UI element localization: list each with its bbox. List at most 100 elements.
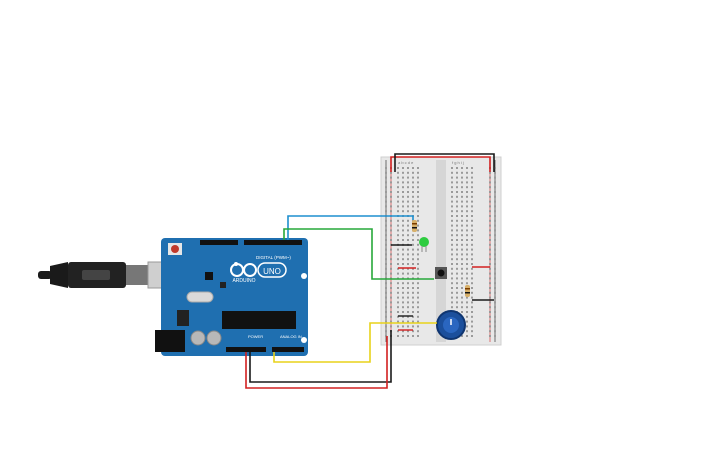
breadboard-hole: [471, 330, 473, 333]
breadboard-hole: [417, 191, 419, 193]
wire-black-top[interactable]: [394, 153, 495, 172]
breadboard-hole: [456, 210, 458, 213]
resistor-1[interactable]: [412, 220, 417, 232]
breadboard-hole: [456, 277, 458, 280]
breadboard-hole: [461, 248, 463, 251]
reset-button[interactable]: [171, 245, 179, 253]
breadboard-hole: [412, 291, 414, 294]
breadboard-hole: [407, 311, 409, 313]
breadboard-hole: [489, 181, 491, 184]
breadboard-hole: [417, 210, 419, 213]
breadboard-hole: [397, 311, 399, 313]
breadboard-hole: [385, 176, 387, 179]
breadboard-hole: [412, 195, 414, 198]
potentiometer-icon[interactable]: [436, 310, 466, 340]
breadboard-hole: [412, 186, 414, 189]
wire-red-top[interactable]: [390, 156, 491, 172]
breadboard-hole: [412, 253, 414, 256]
breadboard-hole: [494, 263, 496, 265]
breadboard-hole: [402, 210, 404, 213]
breadboard-hole: [461, 282, 463, 285]
microcontroller-chip: [222, 311, 296, 329]
breadboard-hole: [461, 263, 463, 265]
led-icon[interactable]: [419, 237, 429, 252]
breadboard-hole: [489, 239, 491, 241]
breadboard-hole: [461, 181, 463, 184]
breadboard-hole: [451, 186, 453, 189]
breadboard-hole: [471, 311, 473, 313]
breadboard-hole: [466, 181, 468, 184]
breadboard-hole: [451, 176, 453, 179]
breadboard-hole: [471, 291, 473, 294]
breadboard-hole: [466, 210, 468, 213]
breadboard-hole: [489, 272, 491, 275]
breadboard-hole: [390, 291, 392, 294]
arduino-board[interactable]: UNO ARDUINO DIGITAL (PWM~) POWER ANALOG …: [155, 238, 308, 356]
breadboard-hole: [385, 330, 387, 333]
breadboard-hole: [417, 263, 419, 265]
breadboard-hole: [402, 181, 404, 184]
breadboard-hole: [451, 287, 453, 289]
wire-yellow[interactable]: [273, 322, 437, 363]
breadboard-hole: [466, 272, 468, 275]
breadboard-hole: [456, 263, 458, 265]
breadboard-hole: [412, 287, 414, 289]
breadboard-hole: [489, 267, 491, 270]
resistor-2[interactable]: [465, 285, 470, 297]
breadboard-hole: [417, 301, 419, 304]
breadboard-hole: [451, 282, 453, 285]
breadboard-hole: [494, 335, 496, 337]
wire-red-bottom[interactable]: [245, 336, 388, 389]
breadboard-hole: [390, 287, 392, 289]
breadboard-hole: [417, 320, 419, 323]
breadboard-hole: [390, 272, 392, 275]
breadboard-hole: [466, 277, 468, 280]
breadboard-hole: [471, 301, 473, 304]
breadboard-hole: [417, 200, 419, 203]
breadboard-hole: [466, 224, 468, 227]
breadboard-hole: [412, 258, 414, 261]
breadboard-hole: [402, 287, 404, 289]
breadboard-hole: [471, 296, 473, 299]
breadboard-hole: [451, 263, 453, 265]
breadboard-hole: [417, 171, 419, 174]
breadboard-hole: [402, 315, 404, 318]
breadboard-hole: [412, 239, 414, 241]
breadboard-hole: [397, 330, 399, 333]
usb-cable-icon[interactable]: [38, 261, 175, 289]
wire-blue[interactable]: [287, 215, 414, 240]
pushbutton-icon[interactable]: [435, 267, 447, 279]
breadboard-hole: [385, 205, 387, 208]
breadboard-hole: [471, 224, 473, 227]
wire-green[interactable]: [283, 228, 434, 280]
breadboard-hole: [461, 335, 463, 337]
breadboard-hole: [456, 258, 458, 261]
breadboard-hole: [402, 306, 404, 309]
breadboard-hole: [390, 224, 392, 227]
breadboard-hole: [390, 239, 392, 241]
breadboard-hole: [466, 263, 468, 265]
breadboard-hole: [466, 330, 468, 333]
breadboard-hole: [456, 171, 458, 174]
breadboard-hole: [417, 282, 419, 285]
breadboard-hole: [456, 296, 458, 299]
breadboard-hole: [412, 315, 414, 318]
breadboard-jumpers[interactable]: [391, 244, 494, 331]
breadboard-hole: [397, 296, 399, 299]
breadboard-hole: [412, 296, 414, 299]
breadboard-hole: [417, 325, 419, 328]
breadboard-hole: [466, 315, 468, 318]
breadboard-hole: [489, 291, 491, 294]
breadboard-hole: [402, 224, 404, 227]
breadboard-hole: [489, 320, 491, 323]
breadboard-hole: [385, 239, 387, 241]
breadboard-hole: [451, 258, 453, 261]
breadboard-hole: [494, 234, 496, 237]
breadboard-hole: [390, 253, 392, 256]
breadboard-hole: [412, 205, 414, 208]
breadboard-hole: [456, 253, 458, 256]
breadboard[interactable]: a b c d e f g h i j: [380, 156, 502, 346]
breadboard-hole: [397, 167, 399, 169]
wire-black-bottom[interactable]: [249, 330, 392, 383]
